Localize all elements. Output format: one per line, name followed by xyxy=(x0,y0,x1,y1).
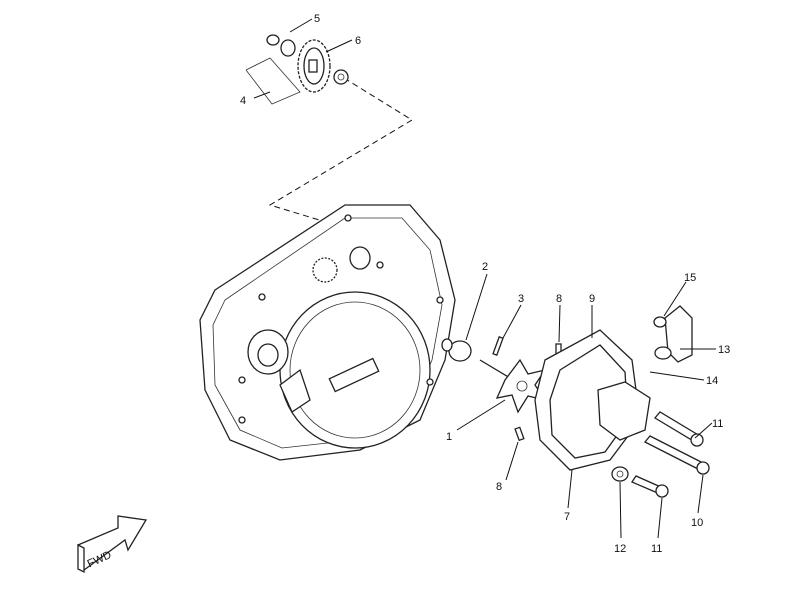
reference-dashed-line xyxy=(268,77,413,231)
callout-11-bottom: 11 xyxy=(651,543,662,555)
callout-3: 3 xyxy=(518,293,524,305)
callout-9: 9 xyxy=(589,293,595,305)
callout-10: 10 xyxy=(691,517,703,529)
callout-11-top: 11 xyxy=(712,418,723,430)
water-pump-parts xyxy=(441,305,710,498)
callout-5: 5 xyxy=(314,13,320,25)
crankcase-cover xyxy=(199,204,456,461)
callout-1: 1 xyxy=(446,431,452,443)
callout-7: 7 xyxy=(564,511,570,523)
callout-6: 6 xyxy=(355,35,361,47)
callout-8-bottom: 8 xyxy=(496,481,502,493)
gear-assembly xyxy=(245,34,349,105)
leader-lines xyxy=(253,18,716,539)
callout-13: 13 xyxy=(718,344,730,356)
fwd-arrow-icon: FWD xyxy=(77,515,148,574)
callout-14: 14 xyxy=(706,375,718,387)
callout-2: 2 xyxy=(482,261,488,273)
callout-12: 12 xyxy=(614,543,626,555)
callout-8-top: 8 xyxy=(556,293,562,305)
callout-4: 4 xyxy=(240,95,246,107)
callout-15: 15 xyxy=(684,272,696,284)
